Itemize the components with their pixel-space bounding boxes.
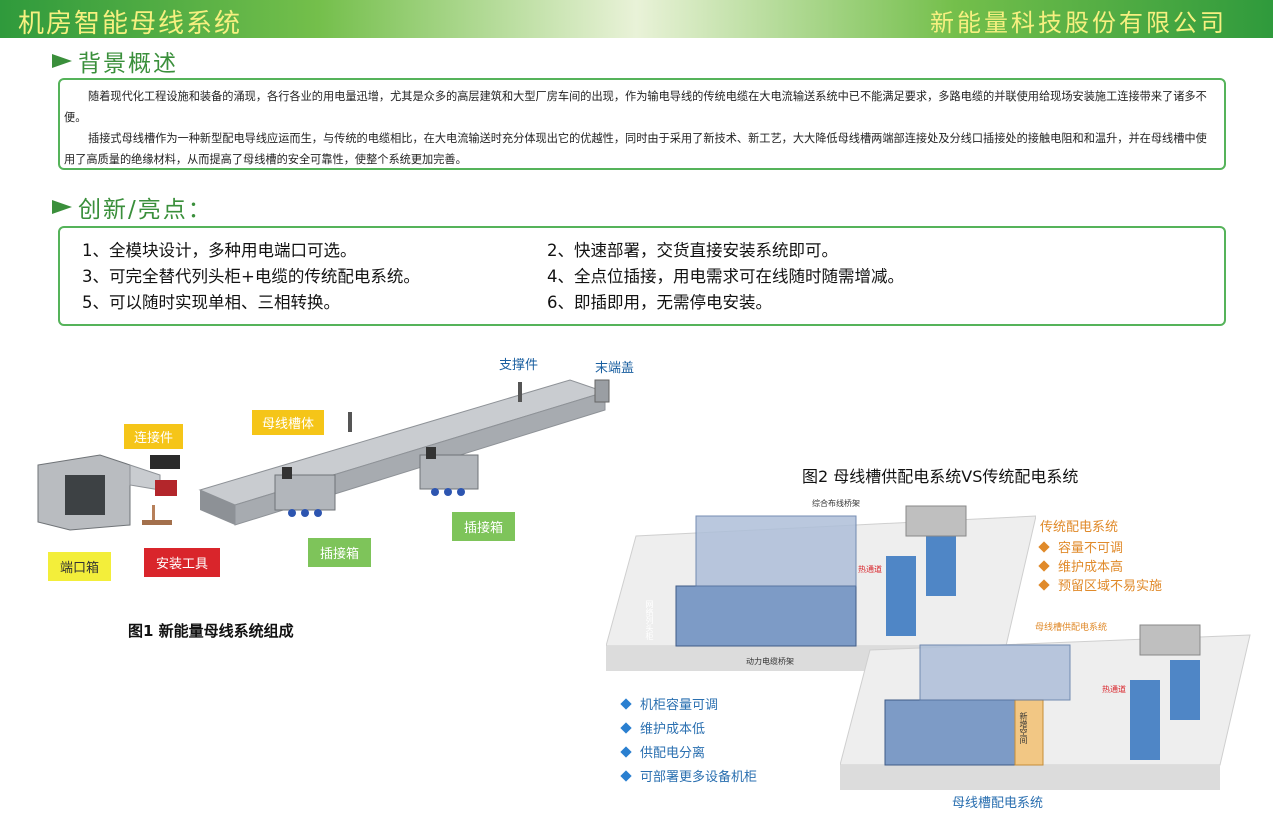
power-tray-label: 动力电缆桥架 [746,657,794,666]
hot-aisle-label-2: 热通道 [1102,685,1126,694]
background-paragraph-1: 随着现代化工程设施和装备的涌现，各行各业的用电量迅增，尤其是众多的高层建筑和大型… [64,90,1207,124]
plugin-box-1-shape [274,474,336,511]
background-box: 随着现代化工程设施和装备的涌现，各行各业的用电量迅增，尤其是众多的高层建筑和大型… [58,78,1226,170]
label-end-cap: 末端盖 [595,361,635,376]
flag-icon [52,54,72,68]
diamond-icon [620,745,632,758]
background-paragraph-2: 插接式母线槽作为一种新型配电导线应运而生，与传统的电缆相比，在大电流输送时充分体… [64,132,1207,166]
highlight-item: 4、全点位插接，用电需求可在线随时随需增减。 [547,267,904,286]
network-head-cabinet-label: 网络列头柜 [645,600,654,640]
label-connector: 连接件 [124,424,184,449]
plugin-box-2-handle [426,447,436,459]
support-post [518,382,522,402]
plugin-box-1-port [314,509,322,517]
label-plugin-box-1: 插接箱 [308,538,372,567]
plugin-box-1-port [301,509,309,517]
busway-scene: 新增空间 母线槽供配电系统 热通道 母线槽配电系统 [840,620,1260,811]
label-port-box: 端口箱 [48,552,112,581]
traditional-legend-title: 传统配电系统 [1040,520,1119,535]
highlight-item: 5、可以随时实现单相、三相转换。 [82,293,340,312]
new-cabinet-label: 新增空间 [1019,712,1028,744]
highlight-item: 6、即插即用，无需停电安装。 [547,293,772,312]
figure2-caption: 图2 母线槽供配电系统VS传统配电系统 [802,467,1079,486]
diamond-icon [620,769,632,782]
highlights-section-title: 创新/亮点： [52,190,213,224]
support-post [348,412,352,432]
busway-legend-item: 机柜容量可调 [620,694,757,713]
busway-body-end [200,490,235,525]
busway-legend-item: 供配电分离 [620,742,757,761]
diamond-icon [620,721,632,734]
connector-shape [150,455,180,469]
busway-scene-title: 母线槽供配电系统 [1035,623,1108,633]
highlights-title-text: 创新/亮点： [78,197,213,223]
hot-aisle-label: 热通道 [858,565,882,574]
plugin-box-2-port [444,488,452,496]
highlights-box [58,226,1226,326]
busway-components-illustration [37,379,610,531]
flag-icon [52,200,72,214]
traditional-legend: 传统配电系统 容量不可调 维护成本高 预留区域不易实施 [1038,516,1162,594]
busway-legend-item: 可部署更多设备机柜 [620,766,757,785]
busway-body-shape [198,379,607,506]
highlight-item: 2、快速部署，交货直接安装系统即可。 [547,241,838,260]
diamond-icon [1038,578,1050,591]
busway-scene-caption: 母线槽配电系统 [952,796,1044,811]
label-install-tool: 安装工具 [144,548,221,577]
top-tray-label: 综合布线桥架 [812,499,860,508]
plugin-box-1-port [288,509,296,517]
label-plugin-box-2: 插接箱 [452,512,516,541]
label-busway-body: 母线槽体 [252,410,325,435]
connector-part [155,480,177,496]
diamond-icon [1038,559,1050,572]
diamond-icon [620,697,632,710]
highlight-item: 1、全模块设计，多种用电端口可选。 [82,241,357,260]
plugin-box-2-shape [419,454,479,490]
page-title: 机房智能母线系统 [18,9,243,39]
label-support: 支撑件 [499,358,539,373]
busway-legend-item: 维护成本低 [620,718,757,737]
plugin-box-2-port [457,488,465,496]
port-box-window [65,475,105,515]
busway-legend: 机柜容量可调 维护成本低 供配电分离 可部署更多设备机柜 [620,694,757,785]
background-section-title: 背景概述 [52,44,178,78]
traditional-legend-item: 维护成本高 [1038,556,1162,575]
figure1-caption: 图1 新能量母线系统组成 [128,622,294,640]
background-title-text: 背景概述 [78,51,178,77]
diamond-icon [1038,540,1050,553]
plugin-box-2-port [431,488,439,496]
company-name: 新能量科技股份有限公司 [930,9,1227,37]
highlight-item: 3、可完全替代列头柜+电缆的传统配电系统。 [82,267,420,286]
busway-floor [840,624,1251,790]
traditional-legend-item: 容量不可调 [1038,537,1162,556]
header-bar [0,0,1273,38]
traditional-legend-item: 预留区域不易实施 [1038,575,1162,594]
install-tool-shape [152,505,155,523]
install-tool-base [142,520,172,525]
end-cap-shape [594,379,610,403]
plugin-box-1-handle [282,467,292,479]
